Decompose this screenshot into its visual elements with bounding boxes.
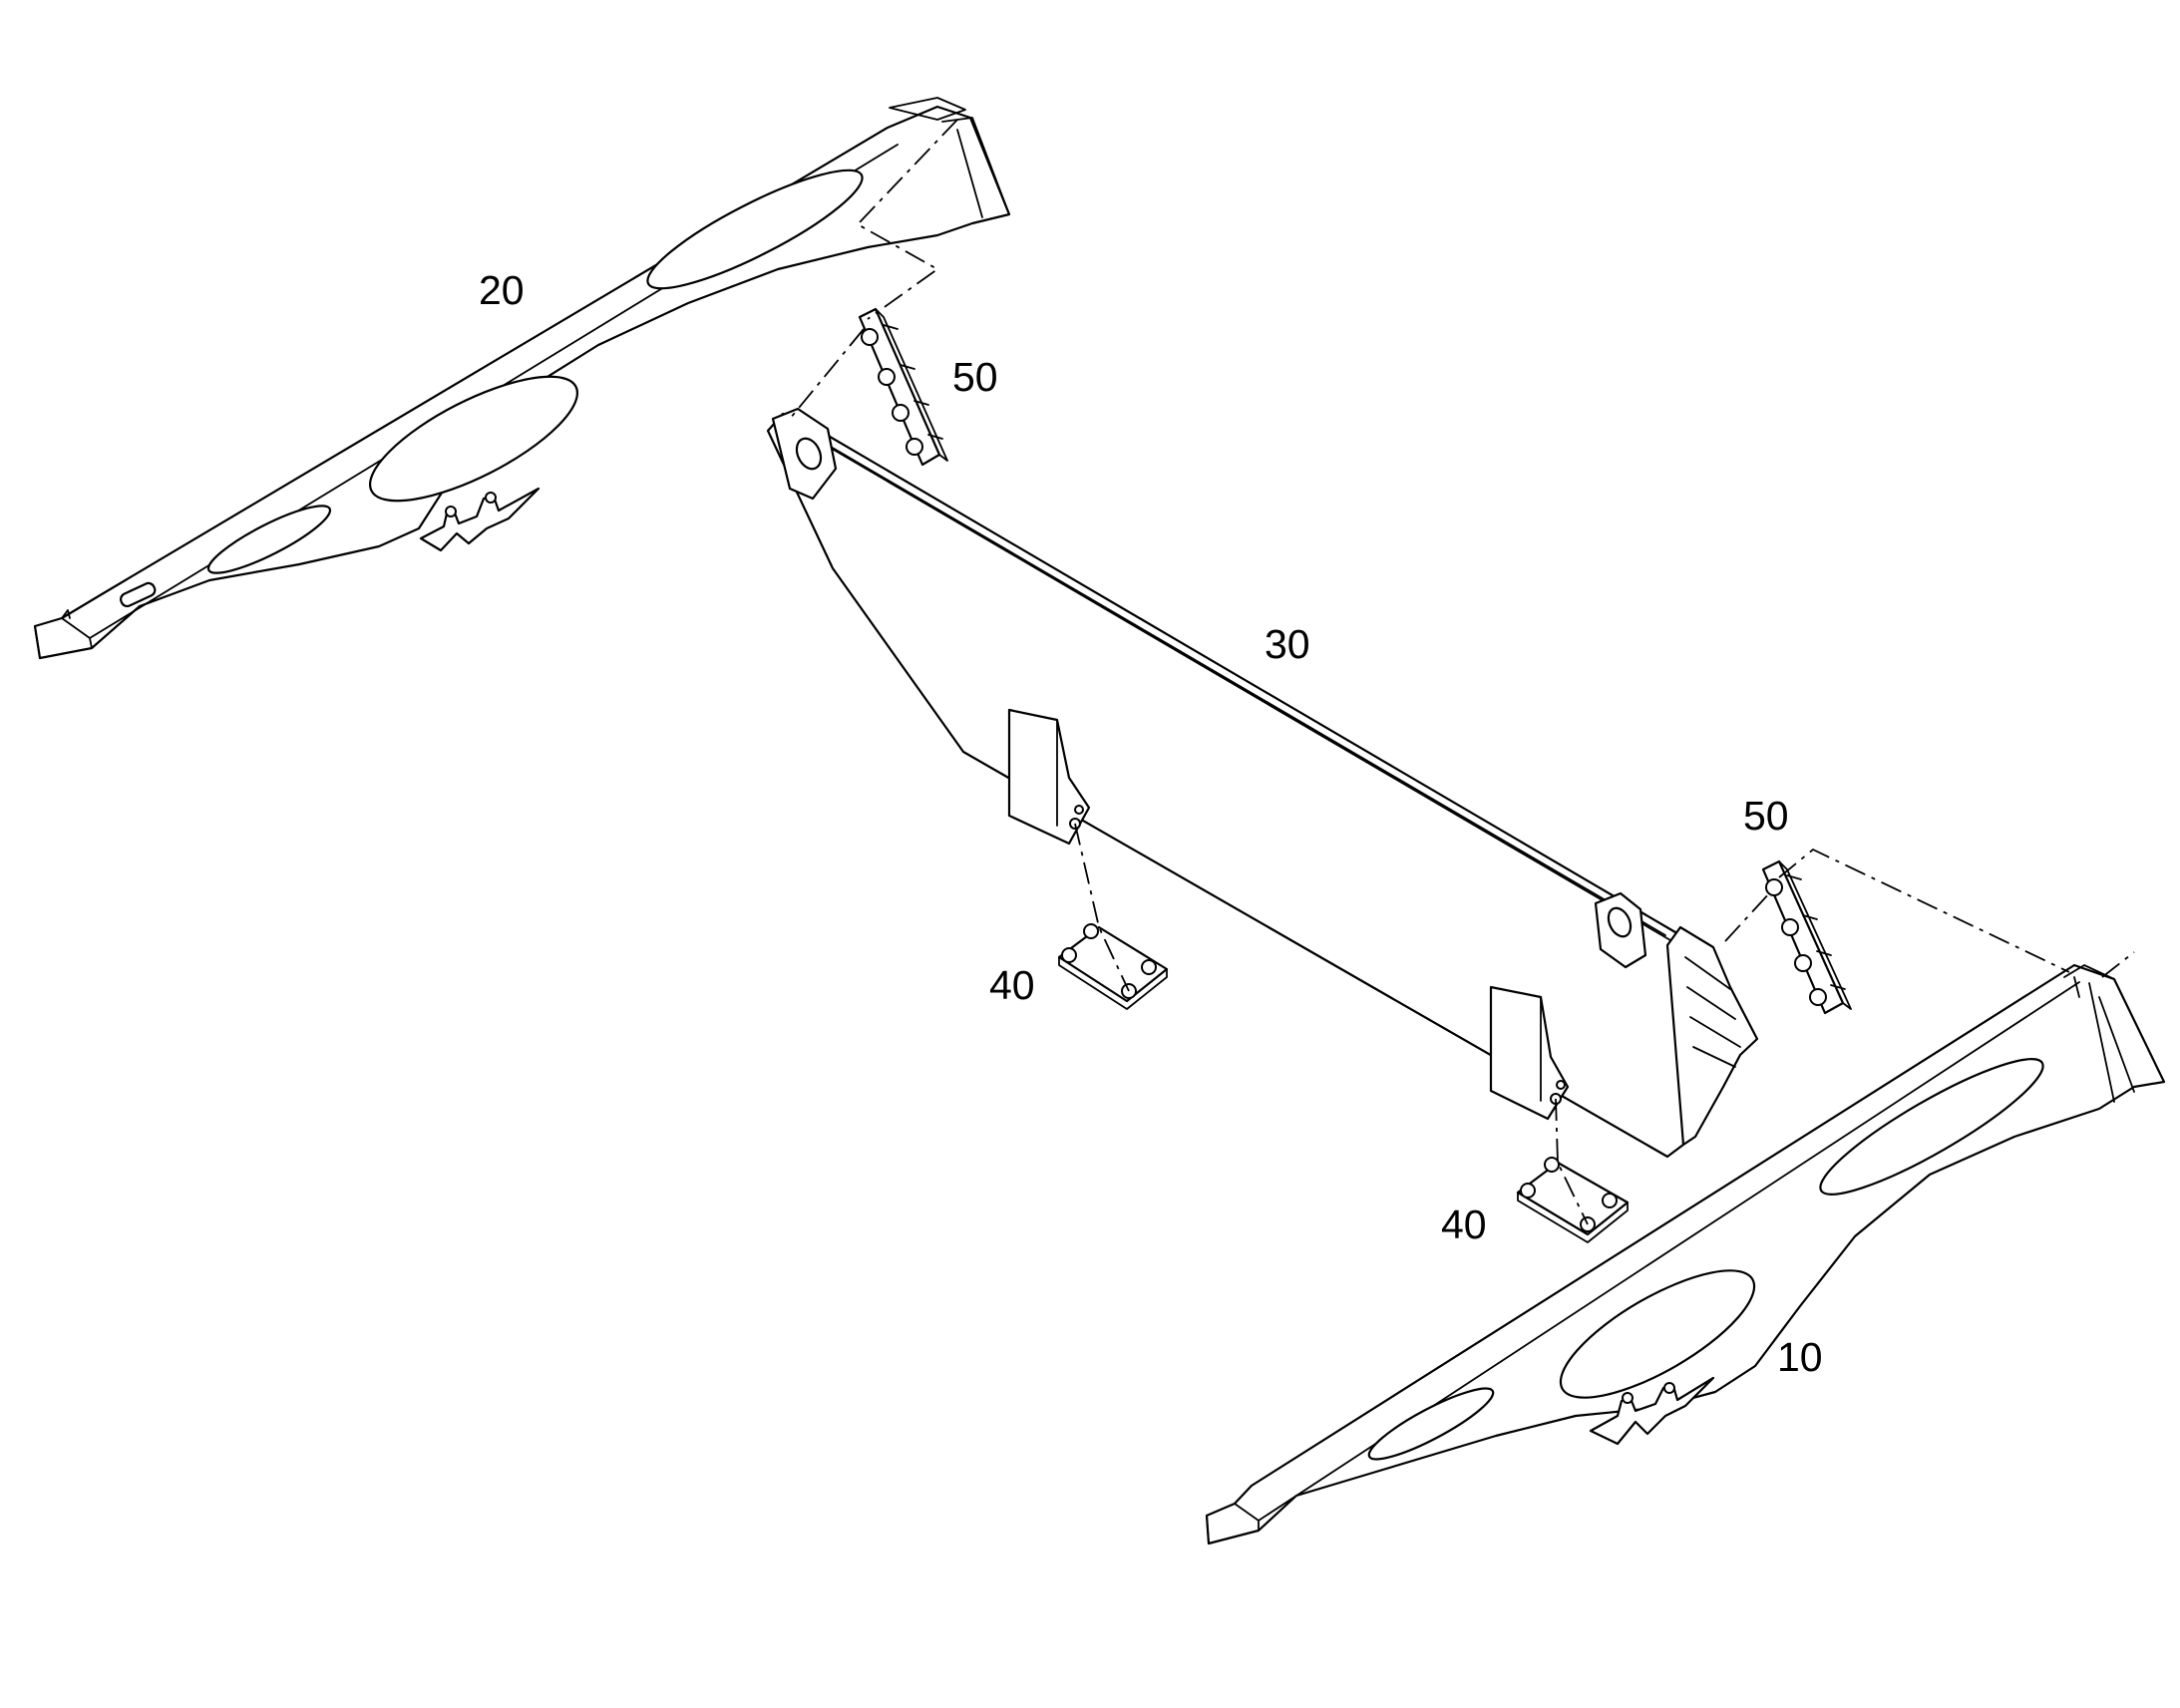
beam-30-right-hole xyxy=(1607,906,1633,938)
callout-40-right: 40 xyxy=(1441,1201,1487,1247)
leader-beam10-extension xyxy=(2101,951,2135,978)
callout-20: 20 xyxy=(479,267,525,313)
side-beam-part-10 xyxy=(1205,963,2166,1545)
side-beam-part-20 xyxy=(33,97,1011,660)
beam-20-cutout-mid xyxy=(368,375,579,503)
beam-10-cutout-large xyxy=(1819,1058,2044,1196)
cross-beam-part-30 xyxy=(766,407,1759,1159)
beam-10-cutout-small xyxy=(1367,1387,1495,1461)
beam-20-cutout-small xyxy=(206,505,332,574)
beam-10-mount-bracket xyxy=(1589,1376,1715,1446)
leader-gusset-to-plate40-right xyxy=(1555,1098,1589,1225)
beam-30-right-gusset xyxy=(1489,985,1570,1121)
base-plate-part-40-right xyxy=(1516,1157,1630,1243)
bolt-plate-part-50-left xyxy=(858,307,948,467)
beam-20-mount-bracket xyxy=(419,487,541,552)
leader-beam30-to-plate50-right xyxy=(1724,891,1771,942)
leader-beam20-to-plate50 xyxy=(856,119,958,320)
callout-50-right: 50 xyxy=(1743,793,1789,839)
leader-plate50-to-beam30 xyxy=(789,328,865,420)
beam-20-cutout-large xyxy=(646,169,864,290)
callout-50-left: 50 xyxy=(952,354,998,400)
assembly-leader-lines xyxy=(789,119,2135,1225)
base-plate-part-40-left xyxy=(1057,923,1169,1010)
callout-40-left: 40 xyxy=(989,962,1035,1008)
bolt-plate-part-50-right xyxy=(1761,859,1852,1015)
callout-10: 10 xyxy=(1777,1334,1823,1380)
beam-10-cutout-mid xyxy=(1559,1269,1756,1399)
leader-plate50-to-beam10 xyxy=(1778,848,2070,973)
beam-30-left-hole xyxy=(795,437,823,471)
callout-30: 30 xyxy=(1265,621,1310,667)
beam-20-slot xyxy=(120,581,157,608)
